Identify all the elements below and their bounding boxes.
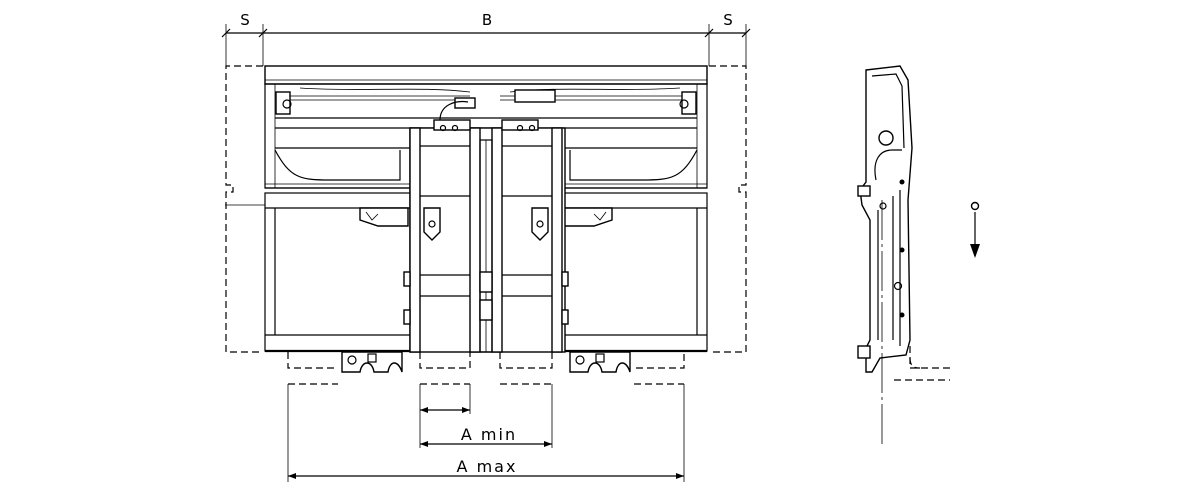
fork-carriage [403, 119, 569, 353]
dimension-label-a-max: A max [457, 457, 518, 476]
bottom-hooks [341, 351, 631, 373]
top-dimension-group [221, 24, 751, 66]
dimension-label-b: B [482, 11, 492, 29]
front-view [225, 65, 747, 385]
side-shift-outline [225, 65, 747, 353]
dimension-label-a-min: A min [461, 425, 517, 444]
top-carriage-bar [264, 65, 708, 85]
dimension-label-s-left: S [240, 11, 250, 29]
fork-tines-dashed [287, 352, 685, 385]
dimension-label-s-right: S [723, 11, 733, 29]
bottom-dimension-group [287, 384, 685, 482]
side-view [857, 65, 950, 448]
direction-arrow-icon [970, 201, 980, 258]
